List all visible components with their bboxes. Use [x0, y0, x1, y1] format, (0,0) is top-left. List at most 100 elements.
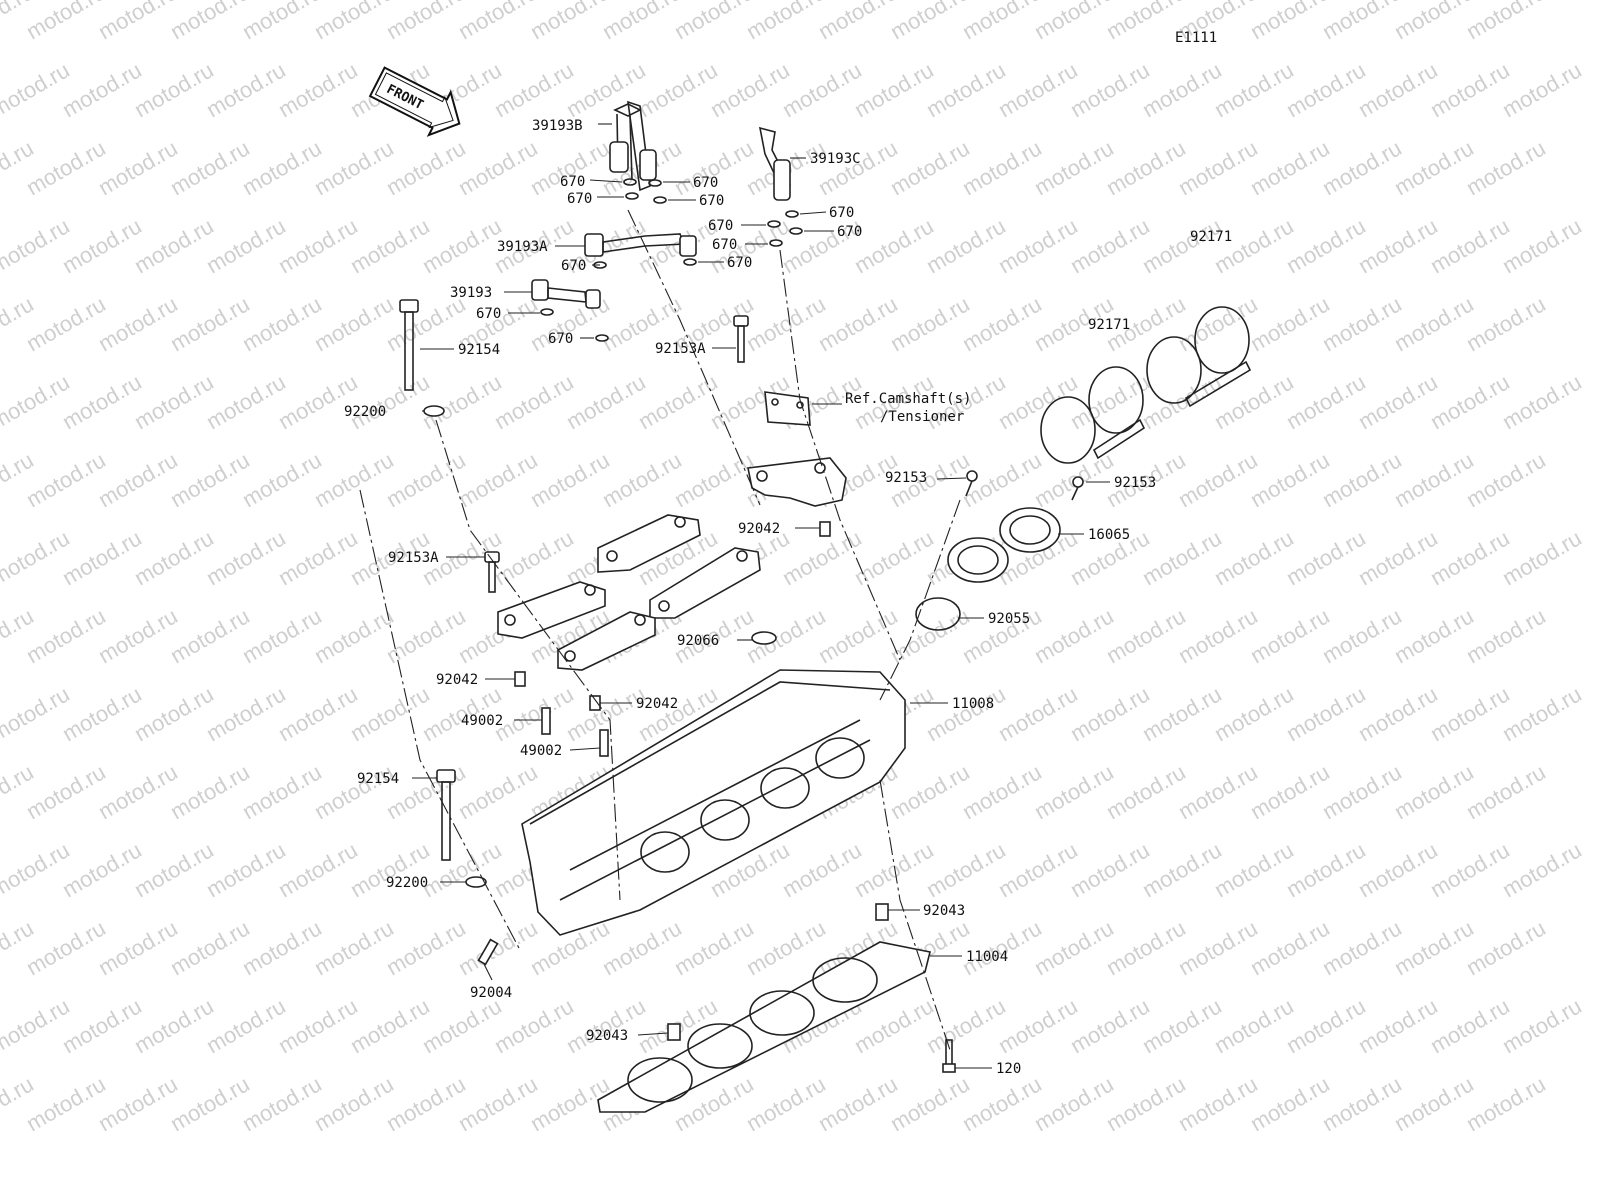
watermark-text: motod.ru: [202, 525, 290, 590]
watermark-text: motod.ru: [166, 915, 254, 980]
callout-670: 670: [829, 205, 854, 221]
watermark-text: motod.ru: [1246, 759, 1334, 824]
dowel-92042-mid: [589, 695, 601, 711]
watermark-text: motod.ru: [958, 915, 1046, 980]
callout-11008: 11008: [952, 696, 994, 712]
watermark-text: motod.ru: [1498, 525, 1586, 590]
watermark-text: motod.ru: [958, 135, 1046, 200]
watermark-text: motod.ru: [58, 525, 146, 590]
watermark-text: motod.ru: [1390, 603, 1478, 668]
callout-670: 670: [476, 306, 501, 322]
ref-note-line2: /Tensioner: [880, 409, 964, 425]
watermark-text: motod.ru: [310, 915, 398, 980]
watermark-text: motod.ru: [22, 1071, 110, 1136]
watermark-text: motod.ru: [1426, 213, 1514, 278]
watermark-text: motod.ru: [382, 447, 470, 512]
watermark-text: motod.ru: [1066, 57, 1154, 122]
watermark-layer: motod.rumotod.rumotod.rumotod.rumotod.ru…: [0, 0, 1586, 1136]
watermark-text: motod.ru: [1030, 1071, 1118, 1136]
watermark-text: motod.ru: [562, 993, 650, 1058]
ref-note-line1: Ref.Camshaft(s): [845, 391, 971, 407]
callout-92043: 92043: [923, 903, 965, 919]
dowel-92042-left: [514, 671, 526, 687]
watermark-text: motod.ru: [418, 369, 506, 434]
callout-92171: 92171: [1088, 317, 1130, 333]
bolt-92154-lower: [436, 769, 456, 861]
watermark-text: motod.ru: [22, 759, 110, 824]
watermark-text: motod.ru: [1390, 759, 1478, 824]
callout-120: 120: [996, 1061, 1021, 1077]
watermark-text: motod.ru: [382, 915, 470, 980]
watermark-text: motod.ru: [994, 837, 1082, 902]
watermark-text: motod.ru: [922, 213, 1010, 278]
callout-49002: 49002: [520, 743, 562, 759]
watermark-text: motod.ru: [1426, 681, 1514, 746]
watermark-text: motod.ru: [670, 447, 758, 512]
watermark-text: motod.ru: [310, 447, 398, 512]
watermark-text: motod.ru: [94, 1071, 182, 1136]
watermark-text: motod.ru: [814, 135, 902, 200]
watermark-text: motod.ru: [346, 993, 434, 1058]
watermark-text: motod.ru: [1426, 57, 1514, 122]
watermark-text: motod.ru: [778, 57, 866, 122]
oil-pipe-39193: [531, 279, 601, 309]
callout-92154: 92154: [357, 771, 399, 787]
bolt-92153A-upper: [733, 315, 749, 363]
watermark-text: motod.ru: [1318, 135, 1406, 200]
watermark-text: motod.ru: [0, 369, 74, 434]
watermark-text: motod.ru: [310, 759, 398, 824]
watermark-text: motod.ru: [958, 291, 1046, 356]
callout-92153A: 92153A: [655, 341, 706, 357]
watermark-text: motod.ru: [1426, 837, 1514, 902]
callout-92200: 92200: [386, 875, 428, 891]
watermark-text: motod.ru: [238, 291, 326, 356]
watermark-text: motod.ru: [1138, 57, 1226, 122]
watermark-text: motod.ru: [202, 681, 290, 746]
watermark-text: motod.ru: [166, 447, 254, 512]
watermark-text: motod.ru: [1174, 135, 1262, 200]
watermark-text: motod.ru: [1462, 603, 1550, 668]
watermark-text: motod.ru: [922, 993, 1010, 1058]
watermark-text: motod.ru: [1102, 1071, 1190, 1136]
watermark-text: motod.ru: [1354, 525, 1442, 590]
watermark-text: motod.ru: [1210, 369, 1298, 434]
watermark-text: motod.ru: [202, 213, 290, 278]
callout-92055: 92055: [988, 611, 1030, 627]
watermark-text: motod.ru: [1030, 915, 1118, 980]
watermark-text: motod.ru: [130, 993, 218, 1058]
watermark-text: motod.ru: [94, 447, 182, 512]
watermark-text: motod.ru: [598, 915, 686, 980]
callout-11004: 11004: [966, 949, 1008, 965]
watermark-text: motod.ru: [1462, 915, 1550, 980]
head-gasket-11004: [597, 941, 931, 1113]
callout-92153A: 92153A: [388, 550, 439, 566]
watermark-text: motod.ru: [274, 213, 362, 278]
dowel-92043-lower: [667, 1023, 681, 1041]
watermark-text: motod.ru: [274, 57, 362, 122]
watermark-text: motod.ru: [994, 681, 1082, 746]
watermark-text: motod.ru: [850, 213, 938, 278]
watermark-text: motod.ru: [1318, 1071, 1406, 1136]
callout-39193: 39193: [450, 285, 492, 301]
watermark-text: motod.ru: [238, 447, 326, 512]
callout-labels: 39193B 39193C 670 670 670 670 670 670 67…: [344, 118, 1232, 1077]
watermark-text: motod.ru: [166, 603, 254, 668]
oil-pipe-39193C: [758, 126, 792, 201]
callout-670: 670: [837, 224, 862, 240]
watermark-text: motod.ru: [130, 525, 218, 590]
watermark-text: motod.ru: [346, 681, 434, 746]
watermark-text: motod.ru: [1138, 681, 1226, 746]
watermark-text: motod.ru: [1462, 759, 1550, 824]
watermark-text: motod.ru: [22, 603, 110, 668]
watermark-text: motod.ru: [958, 759, 1046, 824]
jet-49002-a: [541, 707, 551, 735]
watermark-text: motod.ru: [22, 447, 110, 512]
watermark-text: motod.ru: [1282, 993, 1370, 1058]
callout-670: 670: [693, 175, 718, 191]
watermark-text: motod.ru: [238, 1071, 326, 1136]
watermark-text: motod.ru: [994, 993, 1082, 1058]
watermark-text: motod.ru: [22, 291, 110, 356]
watermark-text: motod.ru: [1174, 447, 1262, 512]
